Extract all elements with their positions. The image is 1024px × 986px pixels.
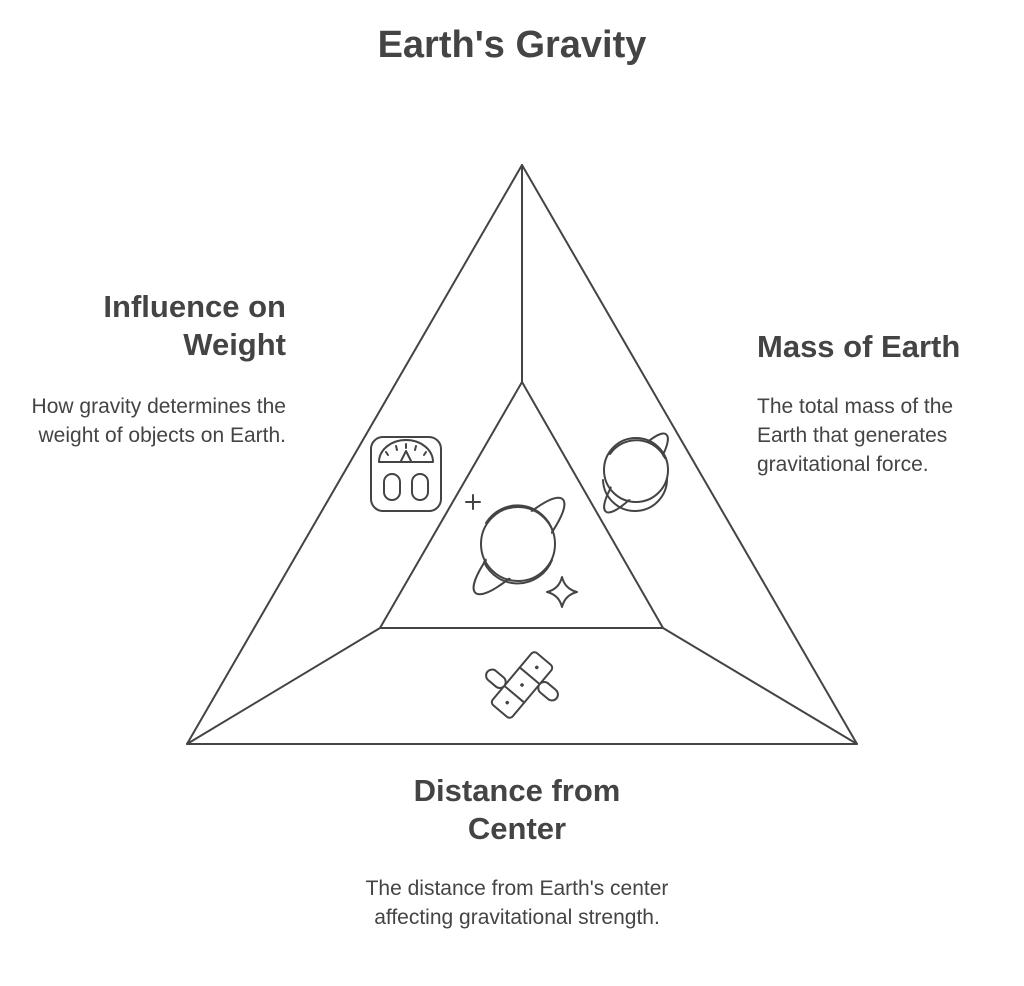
left-edge [186,627,381,745]
right-edge [662,627,858,745]
distance-description: The distance from Earth's center affecti… [365,877,669,929]
mass-description: The total mass of the Earth that generat… [757,395,954,476]
outer-triangle [186,164,858,745]
planet-icon [602,432,669,514]
weight-description: How gravity determines the weight of obj… [31,395,286,447]
weight-heading: Influence on Weight [103,289,286,362]
planet-with-sparkles-icon [465,494,578,608]
weight-scale-icon [370,436,442,512]
inner-triangle [379,381,664,629]
distance-heading: Distance from Center [413,773,621,846]
page-title: Earth's Gravity [377,24,647,66]
mass-heading: Mass of Earth [757,329,961,364]
satellite-icon [485,651,559,719]
